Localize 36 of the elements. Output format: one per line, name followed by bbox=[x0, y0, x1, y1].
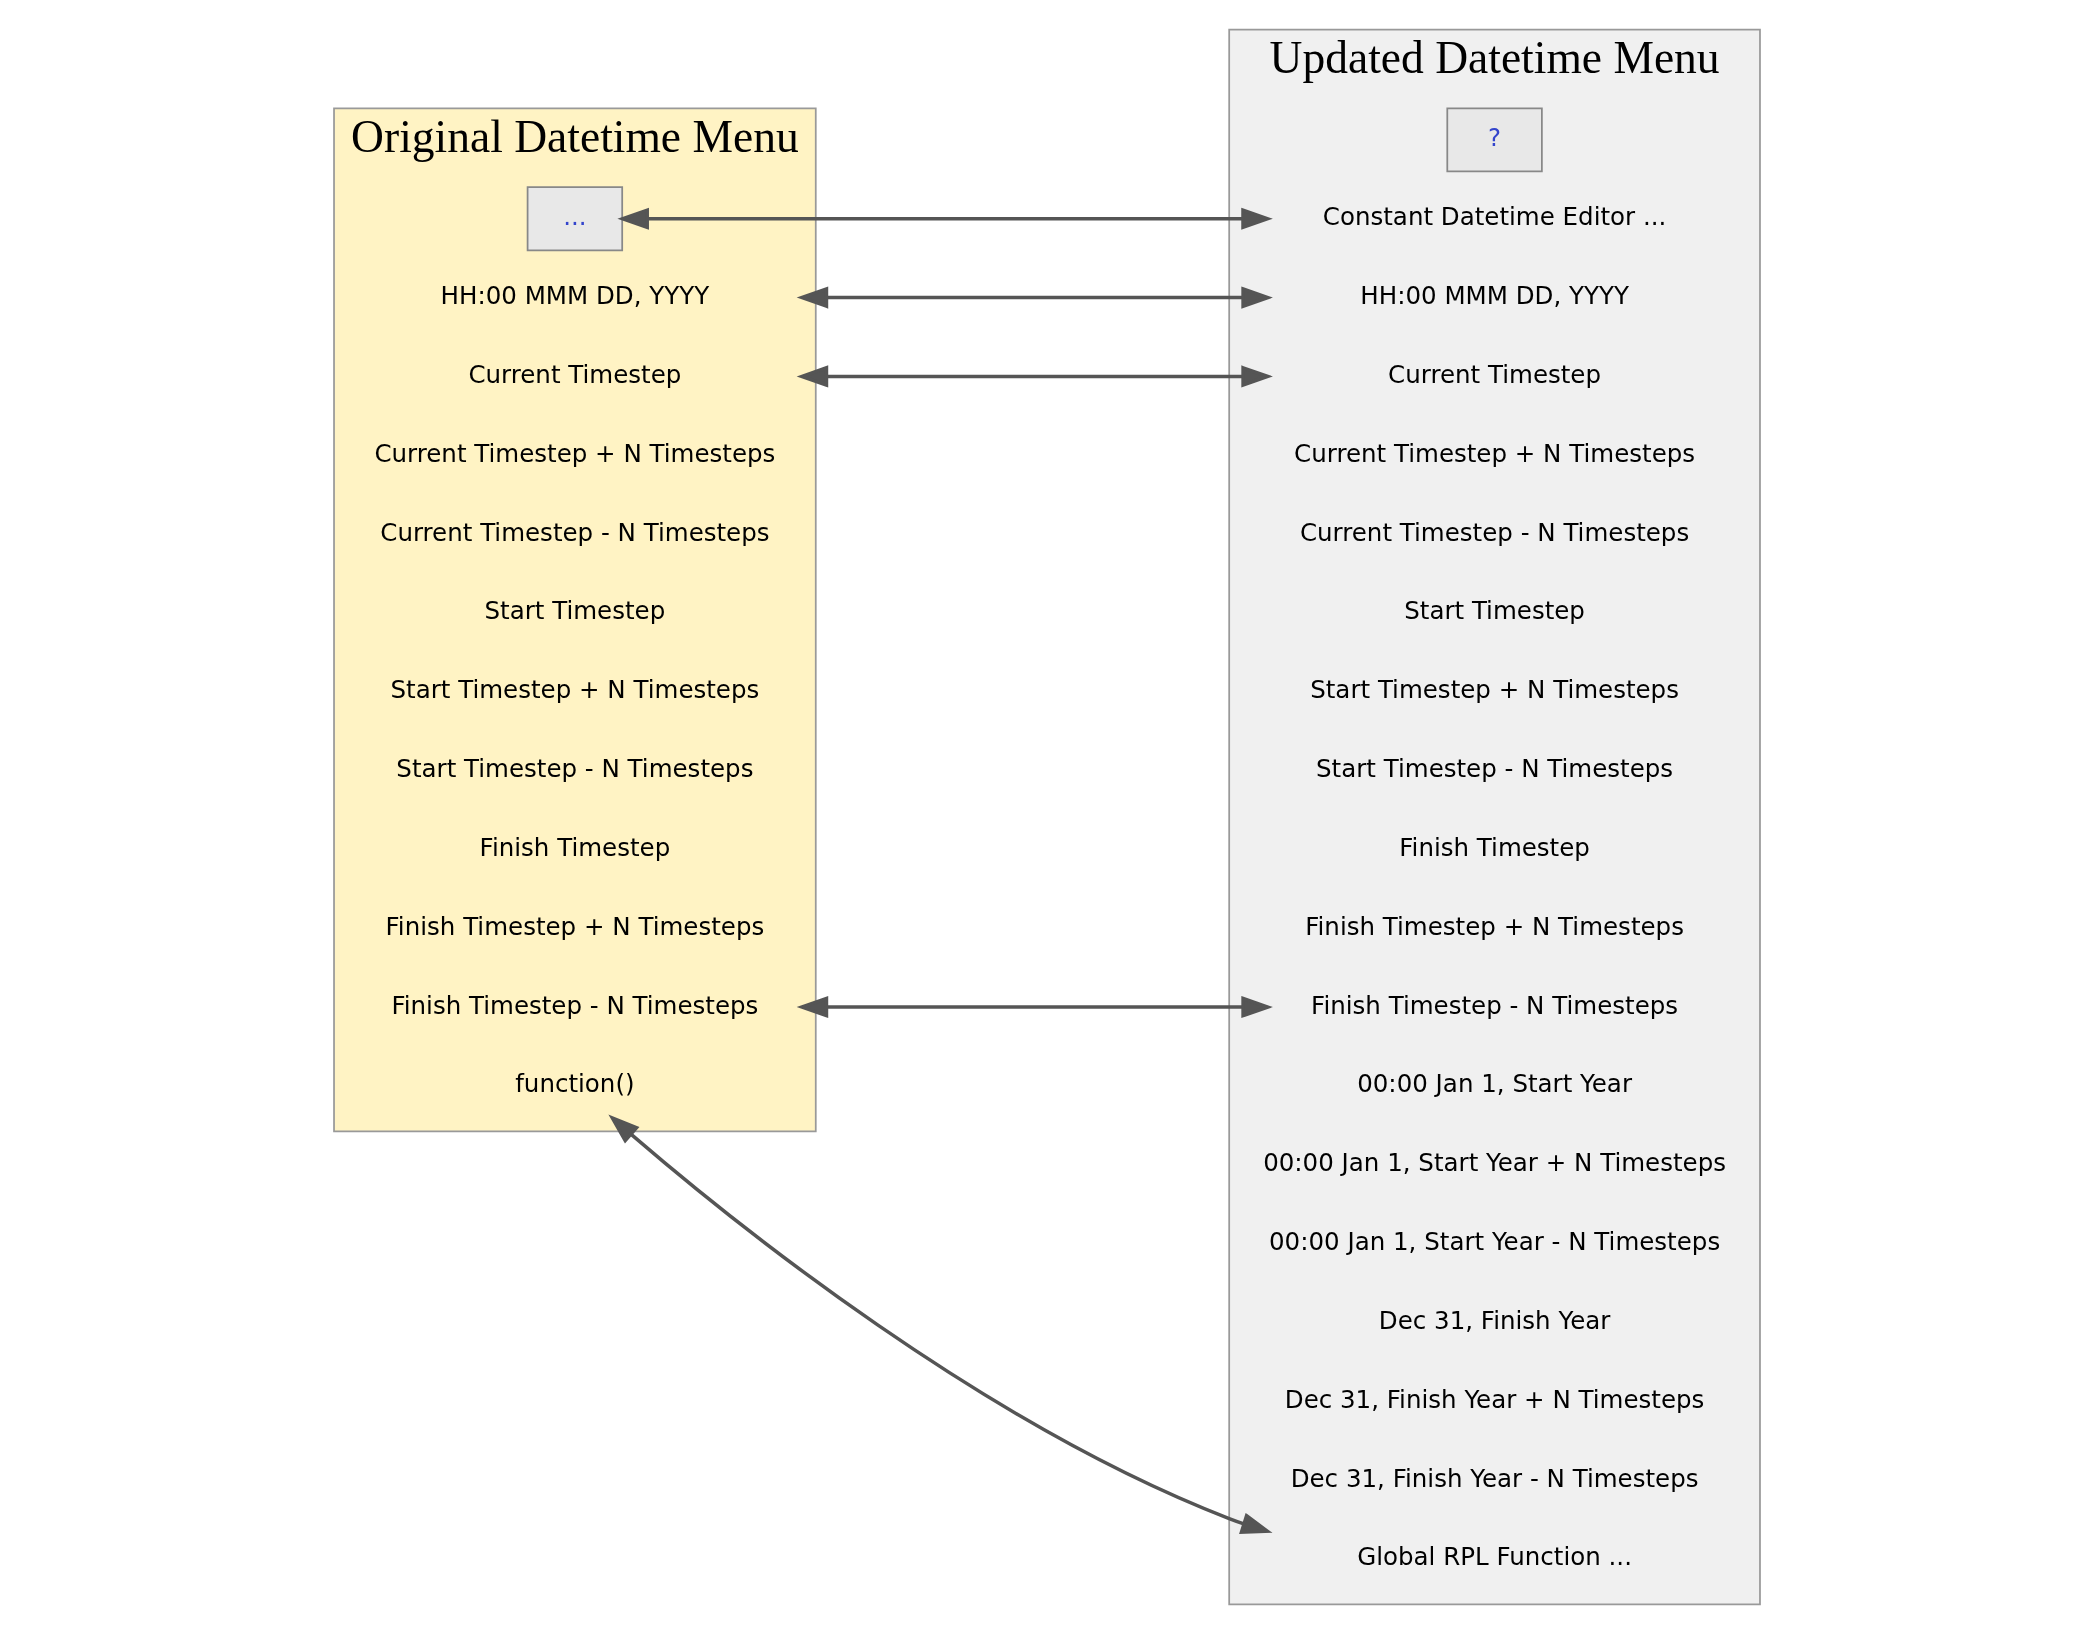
node-text: Finish Timestep + N Timesteps bbox=[385, 911, 765, 941]
arrow bbox=[617, 207, 1273, 230]
node-text: Finish Timestep + N Timesteps bbox=[1305, 911, 1684, 941]
node-text: 00:00 Jan 1, Start Year - N Timesteps bbox=[1269, 1227, 1721, 1257]
node-text: Constant Datetime Editor ... bbox=[1322, 202, 1667, 232]
node-text: 00:00 Jan 1, Start Year bbox=[1357, 1069, 1632, 1099]
arrow bbox=[796, 286, 1273, 309]
node-text: Current Timestep bbox=[1388, 359, 1602, 389]
node-text: Finish Timestep bbox=[479, 832, 671, 862]
node-text: Current Timestep bbox=[468, 359, 682, 389]
node-text: Start Timestep + N Timesteps bbox=[1310, 675, 1679, 705]
node-text: Dec 31, Finish Year + N Timesteps bbox=[1284, 1384, 1705, 1414]
node-text: Finish Timestep - N Timesteps bbox=[391, 990, 759, 1020]
node-text: Start Timestep - N Timesteps bbox=[1316, 754, 1674, 784]
node-text: HH:00 MMM DD, YYYY bbox=[440, 281, 710, 311]
node-text: Current Timestep - N Timesteps bbox=[380, 517, 770, 547]
node-text: Global RPL Function ... bbox=[1357, 1542, 1632, 1572]
node-text: Dec 31, Finish Year bbox=[1378, 1305, 1611, 1335]
node-text: Dec 31, Finish Year - N Timesteps bbox=[1290, 1463, 1699, 1493]
node-text: Current Timestep + N Timesteps bbox=[374, 438, 776, 468]
arrow bbox=[796, 365, 1273, 388]
node-text: HH:00 MMM DD, YYYY bbox=[1360, 281, 1629, 311]
node-text: Start Timestep bbox=[1404, 596, 1585, 626]
node-text: Start Timestep - N Timesteps bbox=[396, 754, 754, 784]
node-box: ? bbox=[1446, 107, 1543, 173]
node-text: 00:00 Jan 1, Start Year + N Timesteps bbox=[1263, 1148, 1727, 1178]
node-box: ... bbox=[526, 186, 624, 252]
arrow bbox=[796, 996, 1273, 1019]
node-text: Start Timestep bbox=[484, 596, 666, 626]
arrow bbox=[608, 1114, 1273, 1534]
node-text: Finish Timestep bbox=[1399, 832, 1590, 862]
node-text: Current Timestep + N Timesteps bbox=[1294, 438, 1696, 468]
node-text: Current Timestep - N Timesteps bbox=[1299, 517, 1690, 547]
node-text: function() bbox=[515, 1069, 635, 1099]
node-text: Start Timestep + N Timesteps bbox=[390, 675, 760, 705]
node-text: Finish Timestep - N Timesteps bbox=[1311, 990, 1679, 1020]
